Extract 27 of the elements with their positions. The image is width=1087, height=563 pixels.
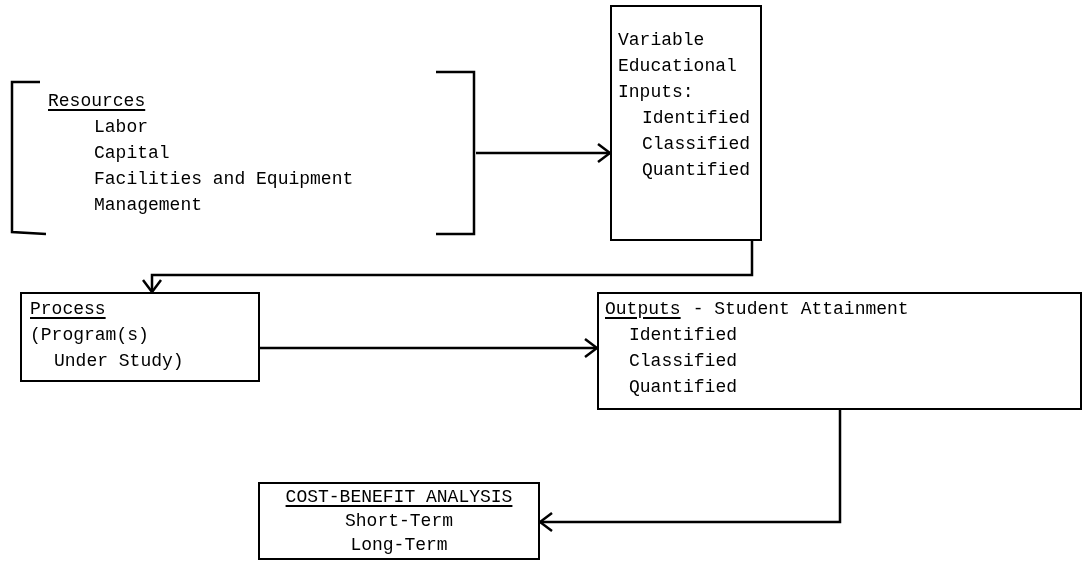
item-text: Classified [641,133,752,156]
process-box [258,482,540,560]
arrow [476,142,612,164]
heading-text: Process [30,298,107,321]
item-text: Facilities and Equipment [93,168,355,191]
heading-text: Outputs [605,298,681,321]
item-text: Short-Term [345,510,453,533]
arrow [141,241,754,294]
process-box [610,5,762,241]
process-box [20,292,260,382]
item-text: Labor [93,116,149,139]
process-box [597,292,1082,410]
arrow [260,337,599,359]
item-text: Long-Term [350,534,448,557]
item-text: Identified [628,324,739,347]
item-text: Identified [641,107,752,130]
item-text: Capital [93,142,171,165]
item-text: - Student Attainment [692,298,909,321]
item-text: Management [93,194,204,217]
item-text: (Program(s) Under Study) [30,324,185,373]
bracket-box [10,70,476,236]
item-text: Classified [628,350,739,373]
item-text: Quantified [628,376,739,399]
item-text: Quantified [641,159,752,182]
heading-text: COST-BENEFIT ANALYSIS [285,486,513,509]
heading-text: Resources [48,90,147,113]
item-text: Variable Educational Inputs: [618,29,738,104]
